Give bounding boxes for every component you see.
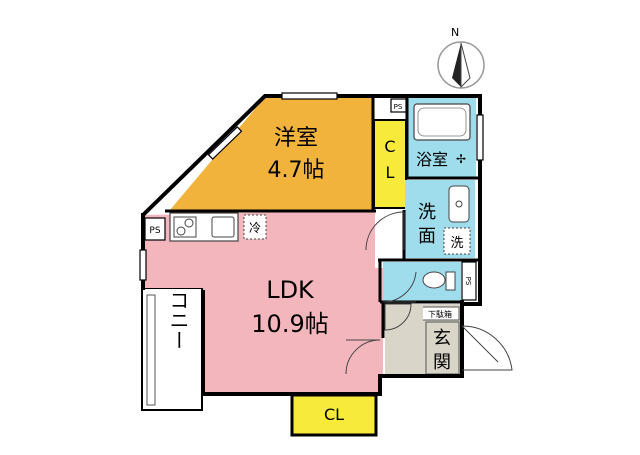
burner-2: [184, 218, 194, 228]
sink: [211, 216, 235, 238]
door-ldk-wash: [365, 211, 405, 251]
ldk-size: 10.9帖: [251, 310, 328, 338]
fridge-label: 冷: [249, 221, 261, 235]
entrance-name-1: 玄: [433, 328, 451, 349]
door-entrance-ldk: [345, 339, 381, 375]
bathtub-inner: [417, 107, 467, 137]
western-room: 洋室 4.7帖: [170, 97, 372, 210]
basin-drain: [455, 200, 463, 208]
entrance: 下駄箱 玄 関: [385, 304, 461, 375]
compass-needle-dark: [452, 43, 461, 87]
burner-1: [176, 226, 186, 236]
bathroom: 浴室 ✢: [408, 98, 476, 178]
compass-needle-light: [460, 42, 471, 89]
door-toilet: [382, 271, 417, 303]
fridge-space: [243, 214, 267, 240]
toilet: [383, 262, 461, 302]
outer-wall-bottom: [201, 290, 464, 396]
door-front: [461, 325, 513, 371]
stove: [173, 216, 197, 238]
toilet-tank: [445, 271, 456, 291]
western-room-name: 洋室: [274, 126, 318, 151]
upper-closet-area: [373, 119, 407, 209]
inner-walls: [165, 98, 479, 338]
entrance-name-2: 関: [433, 352, 451, 373]
toilet-bowl: [422, 271, 446, 289]
outer-wall-top: [141, 94, 482, 306]
washer-label: 洗: [450, 236, 463, 251]
pipe-space-left-label: PS: [149, 226, 160, 236]
doors: [345, 211, 513, 375]
washer-space: [443, 227, 471, 255]
upper-closet: C L: [373, 119, 407, 209]
window-diag: [207, 126, 243, 160]
upper-closet-c: C: [384, 137, 395, 156]
window-top-western: [281, 92, 338, 100]
shoe-box-label: 下駄箱: [428, 309, 452, 319]
washroom-name-2: 面: [418, 226, 436, 247]
balcony-rail: [146, 294, 156, 406]
windows: [139, 92, 484, 281]
western-room-size: 4.7帖: [268, 158, 325, 183]
western-room-floor: [170, 97, 372, 210]
door-hall: [384, 303, 412, 331]
pipe-space-right-label: PS: [464, 277, 472, 286]
upper-closet-l: L: [386, 163, 395, 182]
lower-closet-label: CL: [324, 405, 344, 424]
lower-closet: CL: [290, 393, 378, 437]
pipe-space-right: [461, 261, 477, 301]
kitchen-counter: 冷: [169, 212, 267, 242]
bathroom-name: 浴室: [416, 150, 448, 169]
lower-closet-area: [290, 393, 378, 437]
window-bath: [476, 114, 484, 161]
washroom: 洗 面 洗: [405, 180, 475, 258]
compass-north-label: N: [451, 26, 459, 39]
pipe-space-top-label: PS: [394, 103, 403, 111]
entrance-hall-floor: [385, 304, 423, 374]
shower-icon: ✢: [456, 152, 466, 166]
compass: N: [437, 26, 485, 89]
ldk-name: LDK: [266, 276, 315, 304]
window-left-ldk: [139, 249, 147, 281]
washroom-name-1: 洗: [418, 202, 436, 223]
entrance-step: [425, 321, 460, 375]
